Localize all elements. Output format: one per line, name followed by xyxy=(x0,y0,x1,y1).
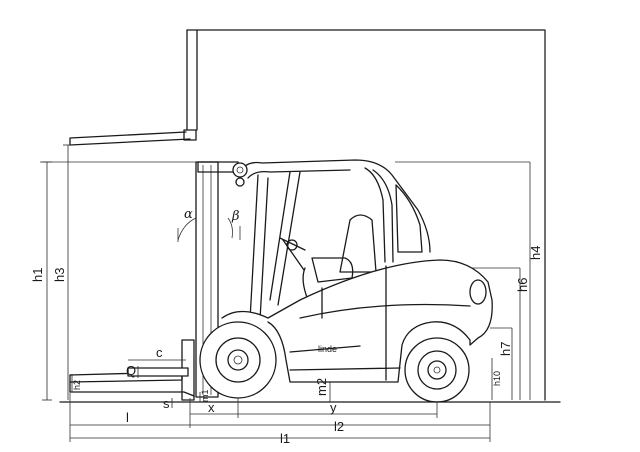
label-l: l xyxy=(126,410,129,425)
height-guides xyxy=(40,161,531,400)
label-l1: l1 xyxy=(280,431,290,446)
label-y: y xyxy=(330,400,337,415)
front-wheel xyxy=(199,321,277,399)
label-h1: h1 xyxy=(30,268,45,282)
vertical-dimensions xyxy=(42,30,546,401)
brand-logo: linde xyxy=(318,344,337,354)
label-x: x xyxy=(208,400,215,415)
label-h7: h7 xyxy=(498,342,513,356)
dimension-labels: h1 h3 h2 h4 h6 h7 h10 l l2 l1 x y c Q s … xyxy=(30,207,543,446)
label-s: s xyxy=(163,396,170,411)
label-h6: h6 xyxy=(515,278,530,292)
label-beta: β xyxy=(231,209,240,224)
horizontal-dimensions xyxy=(69,359,491,442)
chassis: linde xyxy=(221,259,493,383)
label-m2: m2 xyxy=(314,378,329,396)
forks xyxy=(69,367,195,397)
label-h3: h3 xyxy=(52,268,67,282)
rear-wheel xyxy=(404,337,470,403)
label-m1: m1 xyxy=(200,389,210,402)
label-Q: Q xyxy=(126,363,136,378)
label-h10: h10 xyxy=(492,371,502,386)
label-h4: h4 xyxy=(528,246,543,260)
tilt-marks xyxy=(177,217,241,242)
label-l2: l2 xyxy=(334,419,344,434)
label-c: c xyxy=(156,345,163,360)
label-alpha: α xyxy=(184,207,193,222)
overhead-guard xyxy=(232,159,431,321)
label-h2: h2 xyxy=(72,380,82,390)
